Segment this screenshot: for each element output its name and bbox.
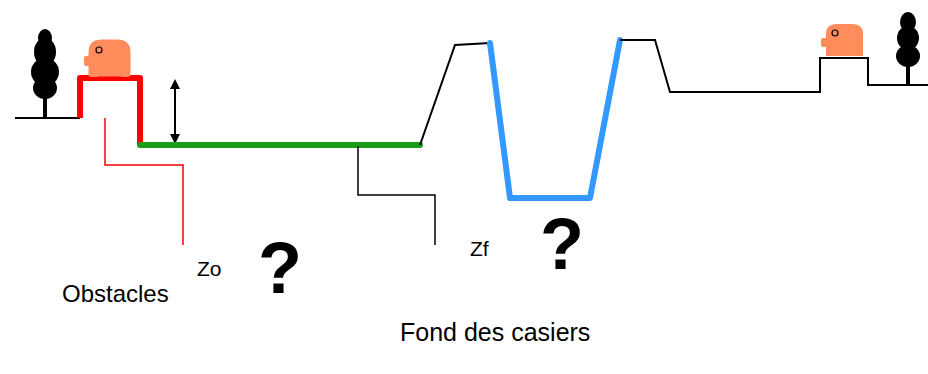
part-name: Obstacles [62, 282, 169, 306]
height-arrow [174, 84, 176, 139]
level-label: Zo [197, 258, 222, 279]
level-label: Zf [470, 238, 489, 259]
ground-line [15, 117, 80, 119]
car [84, 40, 130, 77]
obstacle-line [80, 78, 140, 145]
leader-line [105, 118, 183, 245]
tree [896, 12, 920, 86]
terrain-line [620, 40, 928, 92]
floodplain-line [140, 142, 420, 148]
question-mark: ? [258, 232, 302, 304]
leader-line [358, 146, 435, 245]
channel-line [490, 40, 620, 198]
tree [31, 29, 59, 119]
question-mark: ? [540, 208, 584, 280]
dyke-line [420, 43, 490, 145]
part-name: Fond des casiers [400, 320, 590, 345]
car [821, 24, 863, 56]
